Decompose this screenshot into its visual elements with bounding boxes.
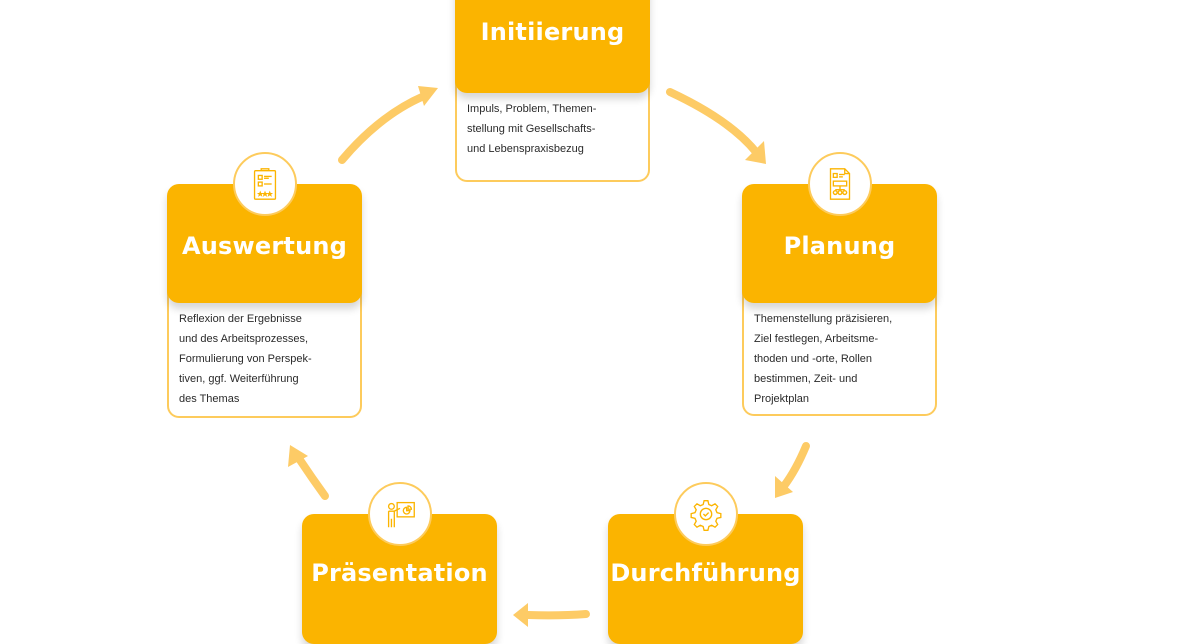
icon-circle-auswertung [232, 152, 297, 216]
step-card-initiierung: Initiierung Impuls, Problem, Themen- ste… [455, 0, 650, 182]
step-header-initiierung: Initiierung [455, 0, 650, 93]
icon-circle-planung [807, 152, 872, 216]
arrow-auswertung-to-initiierung [338, 92, 428, 164]
arrow-durchfuehrung-to-praesentation [524, 610, 590, 620]
step-title-planung: Planung [783, 231, 896, 260]
arrowhead-initiierung [418, 86, 438, 106]
step-title-auswertung: Auswertung [181, 231, 348, 260]
arrow-praesentation-to-auswertung [296, 456, 329, 500]
step-description-initiierung: Impuls, Problem, Themen- stellung mit Ge… [455, 79, 650, 182]
arrowhead-auswertung [288, 445, 308, 467]
icon-circle-durchfuehrung [673, 482, 738, 546]
arrow-planung-to-durchfuehrung [780, 442, 810, 490]
step-description-auswertung: Reflexion der Ergebnisse und des Arbeits… [167, 289, 362, 418]
arrow-initiierung-to-planung [666, 88, 760, 156]
step-card-durchfuehrung: Durchführung [608, 482, 803, 644]
step-title-praesentation: Präsentation [311, 559, 488, 587]
gear-check-icon [690, 500, 721, 532]
presenter-board-icon [387, 501, 415, 528]
step-title-initiierung: Initiierung [480, 17, 625, 46]
arrowhead-planung [745, 141, 766, 164]
step-title-durchfuehrung: Durchführung [610, 559, 801, 587]
arrowhead-praesentation [513, 603, 528, 627]
step-card-auswertung: Auswertung Reflexion der Ergebnisse und … [167, 152, 362, 418]
clipboard-rating-icon [253, 168, 276, 200]
cycle-arrows [288, 86, 810, 627]
icon-circle-praesentation [367, 482, 432, 546]
document-flowchart-icon [829, 168, 850, 200]
step-card-praesentation: Präsentation [302, 482, 497, 644]
step-description-planung: Themenstellung präzisieren, Ziel festleg… [742, 289, 937, 416]
step-card-planung: Planung Themenstellung präzisieren, Ziel… [742, 152, 937, 416]
arrowhead-durchfuehrung [775, 476, 793, 498]
